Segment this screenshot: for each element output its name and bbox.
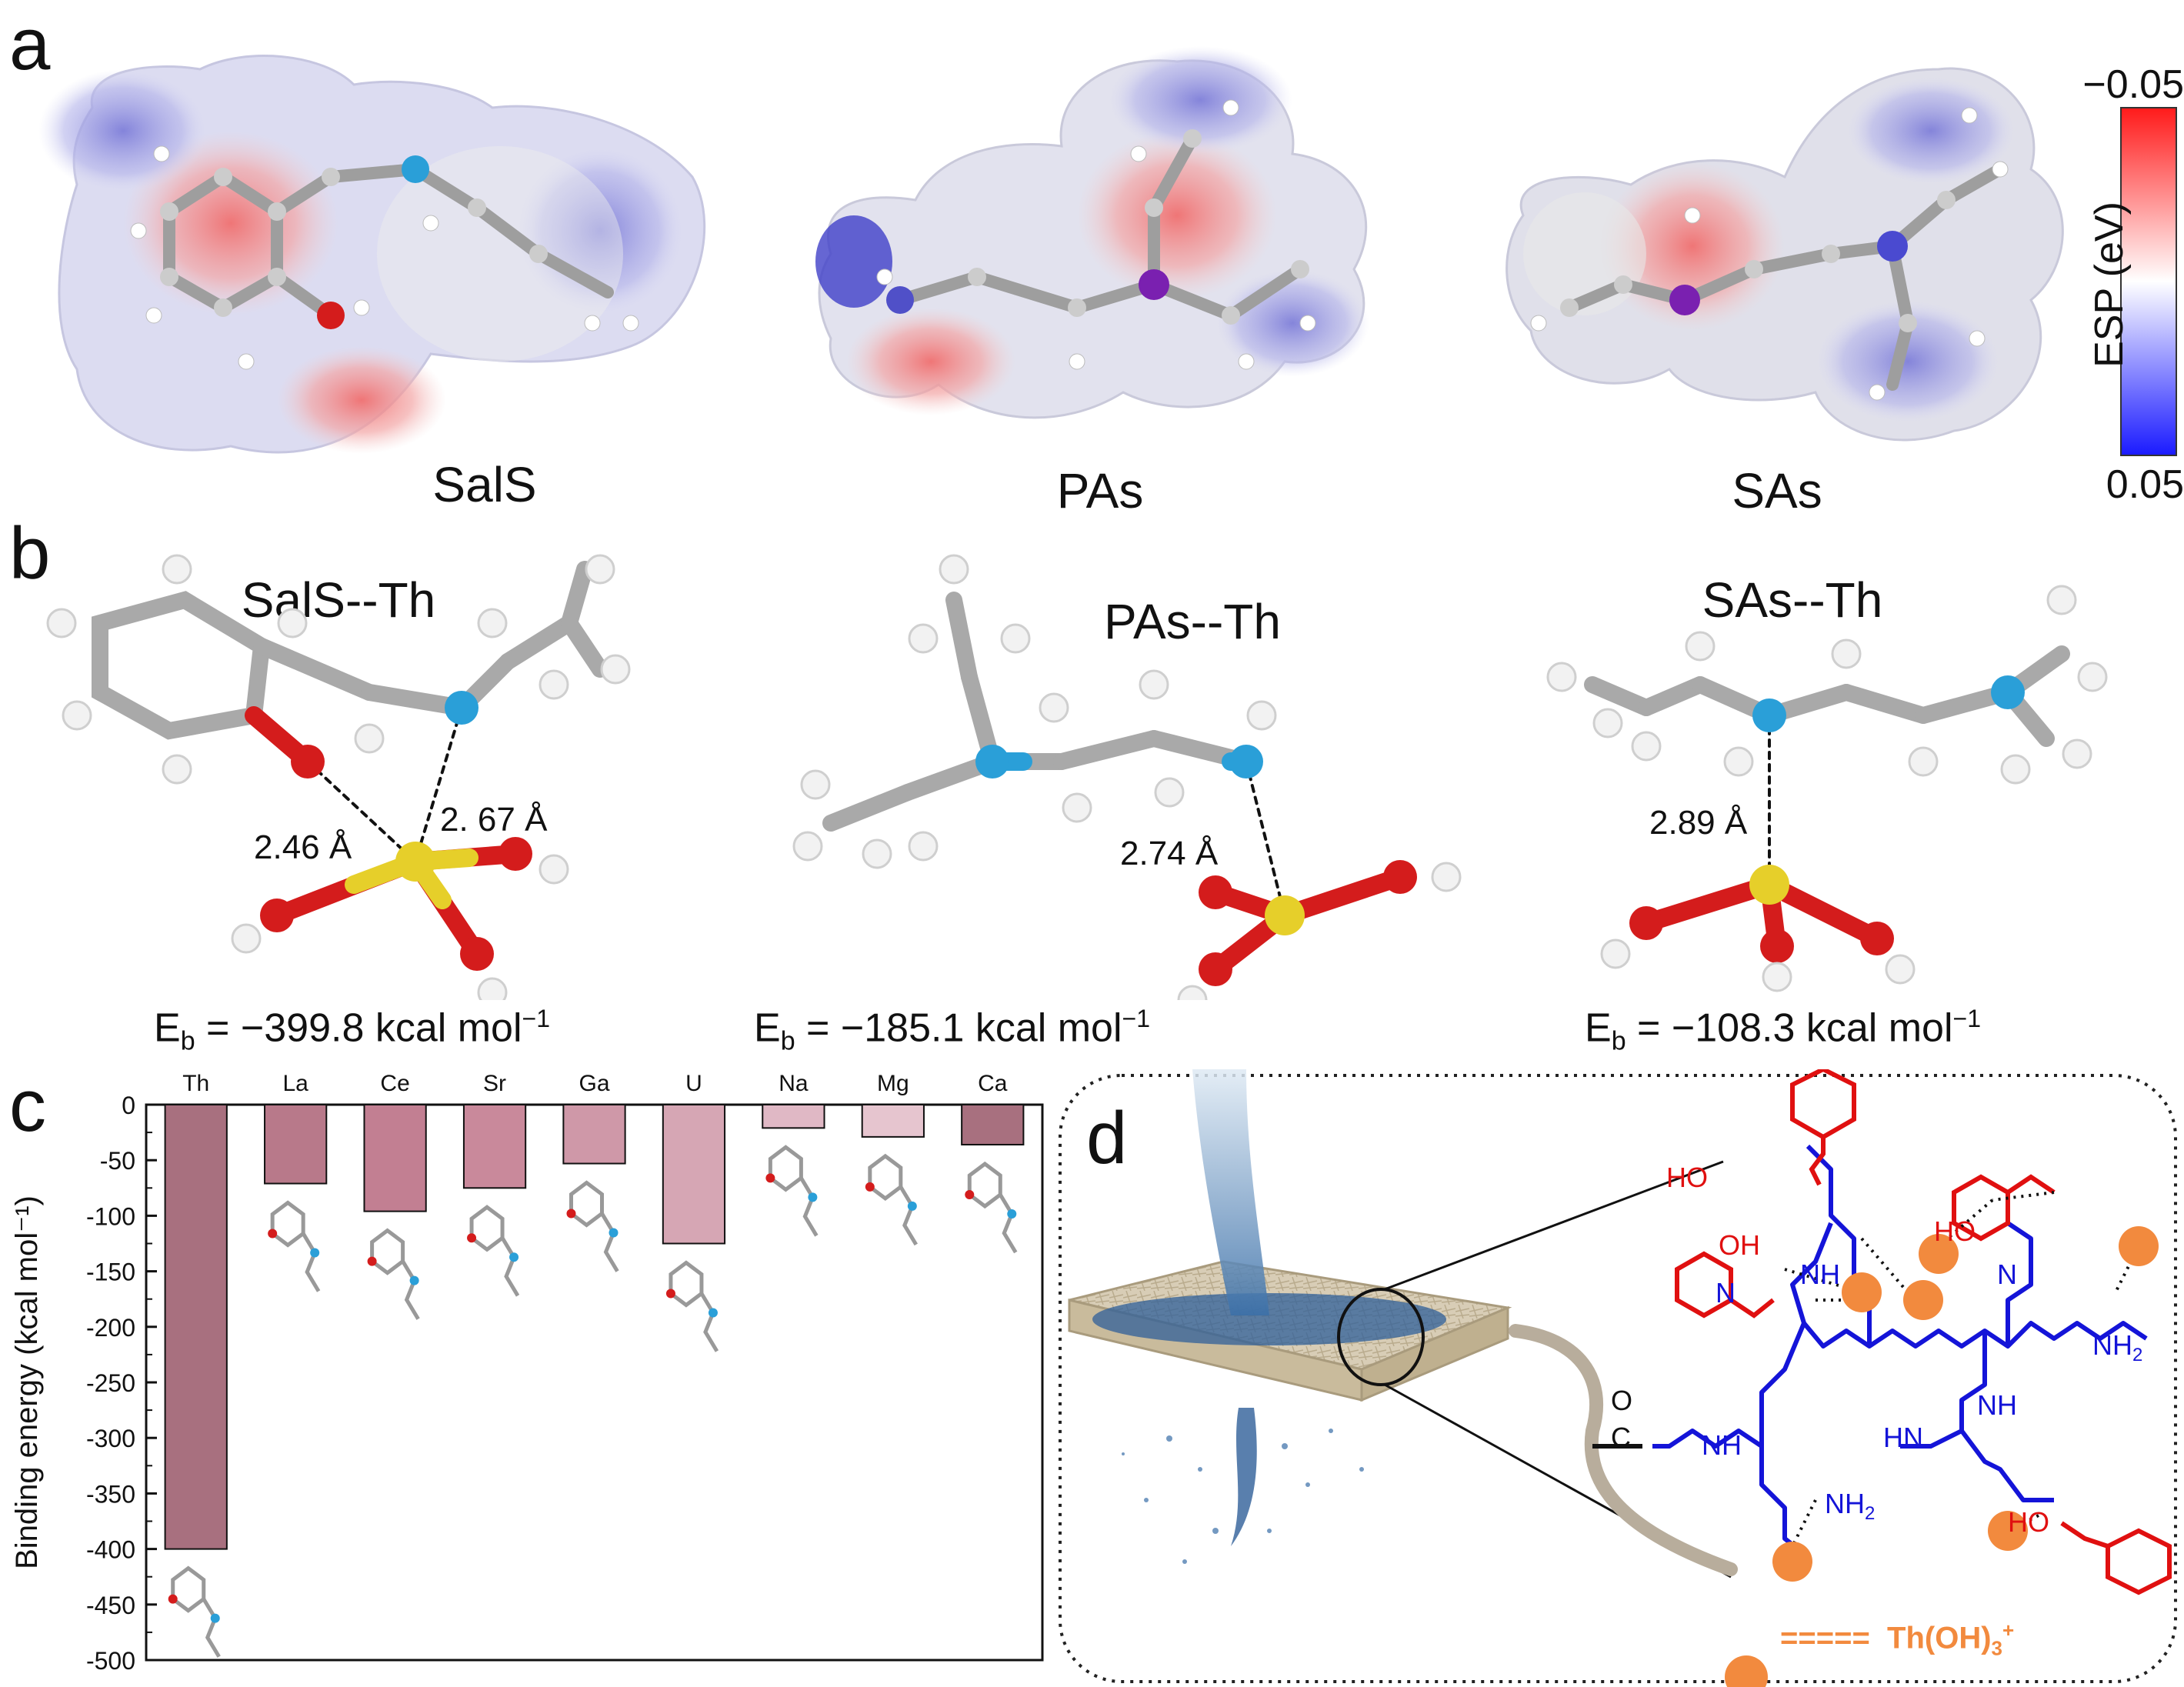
label-c: C (1611, 1422, 1631, 1453)
zoom-circle (1337, 1288, 1425, 1386)
pas-atoms (876, 99, 1316, 370)
label-o: O (1611, 1385, 1633, 1416)
colorbar-label: ESP (eV) (2087, 202, 2132, 368)
bar-ca (961, 1104, 1025, 1145)
legend-th-ion: ===== Th(OH)3+ (1780, 1619, 2015, 1660)
label-ho-3: HO (2008, 1506, 2049, 1538)
category-label-ce: Ce (380, 1071, 409, 1096)
bar-u (662, 1104, 726, 1245)
bar-th (164, 1104, 228, 1550)
distance-sas: 2.89 Å (1649, 804, 1748, 842)
label-nh-2: NH (1702, 1429, 1742, 1461)
panel-label-b: b (9, 512, 51, 595)
y-tick-label: -450 (86, 1592, 135, 1619)
panel-a-esp-surfaces (38, 46, 2177, 456)
sas-atoms (1530, 107, 2009, 401)
label-nh2-1: NH2 (2092, 1329, 2143, 1366)
bar-structure-thumbnail (665, 1260, 719, 1352)
panel-b-structures (46, 554, 2108, 1000)
esp-colorbar (2120, 107, 2177, 456)
label-oh-1: OH (1719, 1229, 1760, 1261)
zoom-line-top (1384, 1160, 1724, 1291)
y-tick-label: 0 (122, 1092, 135, 1119)
salicyl-groups (1675, 1069, 2172, 1595)
label-nh-1: NH (1800, 1259, 1840, 1290)
bar-structure-thumbnail (268, 1200, 321, 1292)
bar-structure-thumbnail (467, 1205, 520, 1297)
th-ions (1725, 1226, 2159, 1687)
panel-label-a: a (9, 3, 51, 85)
bar-la (264, 1104, 328, 1185)
bar-structure-thumbnail (566, 1180, 619, 1272)
bar-structure-thumbnail (765, 1145, 819, 1237)
label-ho-1: HO (1666, 1162, 1708, 1193)
y-tick-label: -50 (100, 1147, 135, 1175)
label-nh-3: NH (1977, 1389, 2017, 1421)
label-hn: HN (1883, 1422, 1923, 1453)
bar-mg (861, 1104, 925, 1138)
bar-ce (363, 1104, 427, 1212)
binding-energy-pas: Eb = −185.1 kcal mol−1 (754, 1005, 1151, 1056)
distance-sals-oh: 2.46 Å (254, 828, 352, 866)
y-tick-label: -150 (86, 1259, 135, 1286)
binding-energy-sals: Eb = −399.8 kcal mol−1 (154, 1005, 551, 1056)
molecule-label-sas: SAs (1732, 463, 1822, 518)
panel-d-schematic (1059, 1069, 2177, 1687)
y-tick-label: -350 (86, 1480, 135, 1508)
panel-label-d: d (1086, 1097, 1128, 1179)
label-nh2-2: NH2 (1825, 1488, 1876, 1525)
distance-pas: 2.74 Å (1120, 835, 1219, 872)
complex-title-sals: SalS--Th (241, 572, 436, 628)
bar-structure-thumbnail (168, 1565, 221, 1658)
sals-th-complex (46, 554, 631, 1000)
molecule-label-pas: PAs (1056, 463, 1144, 518)
distance-sals-n: 2. 67 Å (440, 801, 548, 838)
sas-esp-surface (1505, 67, 2064, 442)
complex-title-sas: SAs--Th (1702, 572, 1883, 628)
category-label-u: U (685, 1071, 702, 1096)
bar-structure-thumbnail (865, 1153, 918, 1246)
bar-ga (562, 1104, 626, 1165)
filtrate-drops (1231, 1408, 1257, 1546)
panel-d-frame (1059, 1074, 2177, 1683)
category-label-la: La (282, 1071, 308, 1096)
y-tick-label: -200 (86, 1314, 135, 1342)
colorbar-top-value: −0.05 (2082, 62, 2184, 107)
y-tick-label: -250 (86, 1369, 135, 1397)
category-label-ca: Ca (978, 1071, 1008, 1096)
label-ho-2: HO (1934, 1215, 1976, 1247)
pei-network (1592, 1144, 2148, 1556)
category-label-na: Na (779, 1071, 809, 1096)
category-label-ga: Ga (579, 1071, 609, 1096)
bar-sr (462, 1104, 527, 1189)
bar-structure-thumbnail (965, 1161, 1018, 1254)
category-label-sr: Sr (483, 1071, 506, 1096)
y-tick-label: -400 (86, 1536, 135, 1564)
category-label-th: Th (182, 1071, 209, 1096)
water-droplets (1122, 1429, 1364, 1564)
fiber-strand (1509, 1324, 1738, 1576)
category-label-mg: Mg (877, 1071, 909, 1096)
sals-esp-surface (38, 55, 706, 454)
bar-na (762, 1104, 825, 1129)
water-stream (1192, 1069, 1269, 1315)
sas-th-complex (1546, 585, 2108, 992)
pas-esp-surface (815, 46, 1369, 419)
panel-label-c: c (9, 1065, 46, 1147)
sals-atoms (130, 145, 639, 370)
complex-title-pas: PAs--Th (1104, 594, 1281, 649)
y-tick-label: -100 (86, 1202, 135, 1230)
label-n-1: N (1716, 1277, 1736, 1309)
y-tick-label: -300 (86, 1425, 135, 1452)
molecule-label-sals: SalS (432, 457, 537, 512)
binding-energy-chart: 0 -50 -100 -150 -200 -250 -300 -350 -400 -450 -500… (10, 1071, 1044, 1675)
label-n-2: N (1997, 1259, 2017, 1290)
y-axis-label: Binding energy (kcal mol⁻¹) (10, 1195, 44, 1569)
bar-structure-thumbnail (367, 1228, 420, 1320)
pas-th-complex (792, 554, 1462, 1000)
fiber-membrane (1068, 1260, 1512, 1402)
colorbar-bottom-value: 0.05 (2106, 462, 2184, 507)
y-tick-label: -500 (86, 1647, 135, 1675)
binding-energy-sas: Eb = −108.3 kcal mol−1 (1585, 1005, 1982, 1056)
